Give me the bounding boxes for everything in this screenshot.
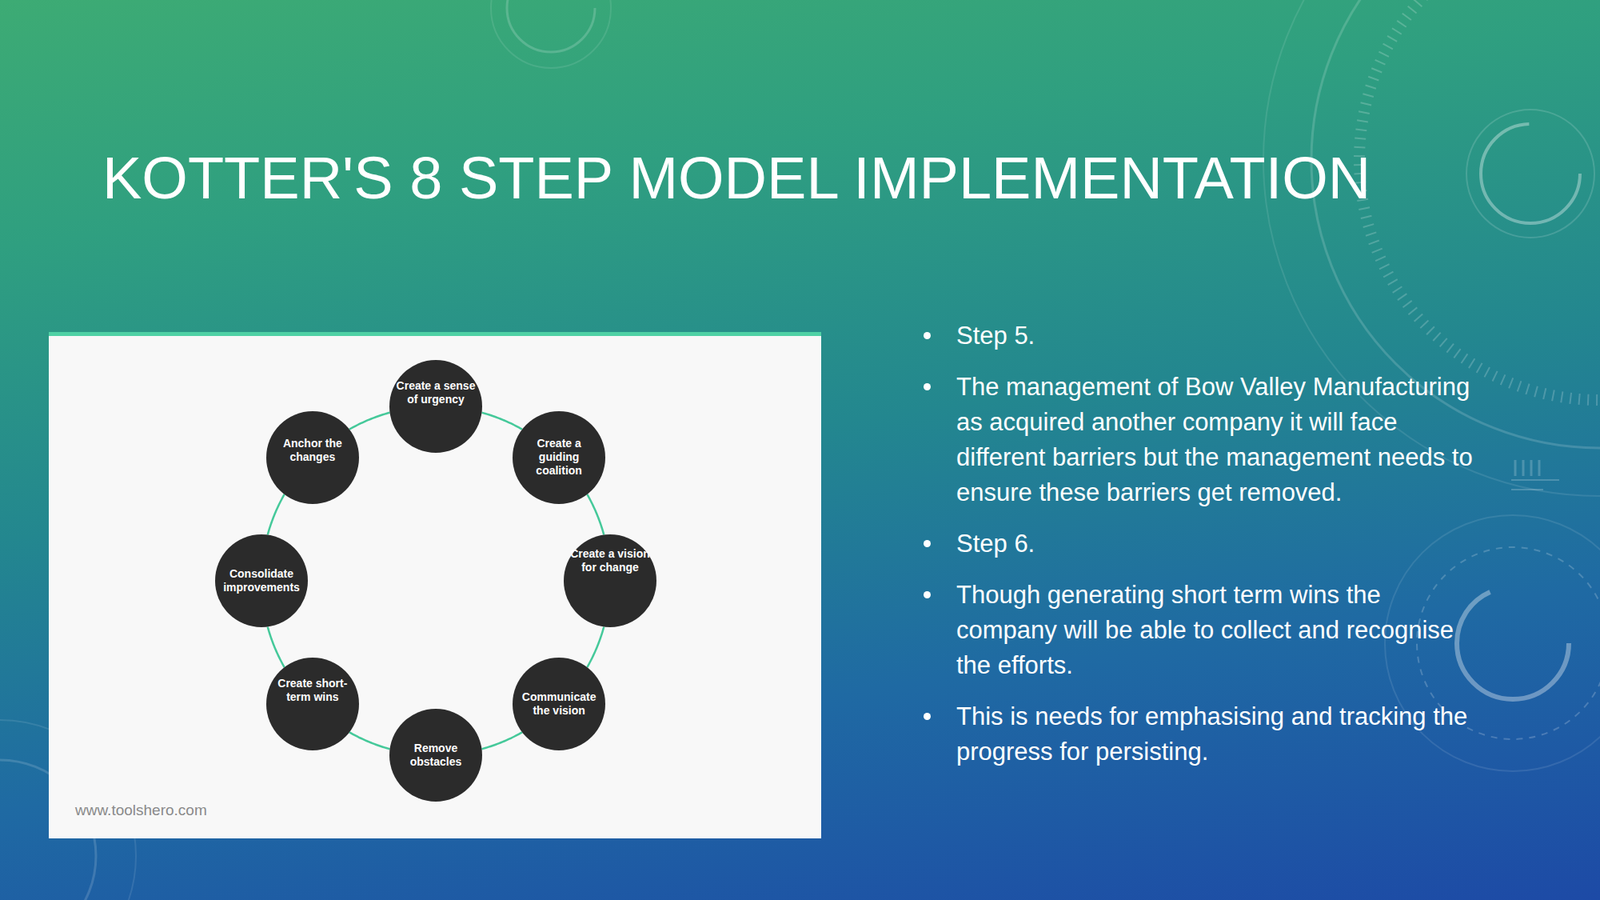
step-label: Create a sense of urgency bbox=[395, 379, 476, 407]
bullet-text: This is needs for emphasising and tracki… bbox=[956, 698, 1485, 770]
step-circle: Create short-term wins bbox=[266, 657, 360, 751]
step-circle: Remove obstacles bbox=[389, 708, 483, 802]
step-circle: Create a vision for change bbox=[563, 534, 657, 627]
bullet-item: Step 6. bbox=[923, 526, 1500, 562]
bullet-item: Step 5. bbox=[923, 318, 1500, 354]
bullet-dot bbox=[923, 383, 931, 391]
bullet-text: Step 5. bbox=[956, 318, 1485, 354]
circle-fill bbox=[512, 410, 606, 504]
bullet-item: This is needs for emphasising and tracki… bbox=[923, 698, 1500, 770]
bullet-text: The management of Bow Valley Manufacturi… bbox=[956, 369, 1485, 511]
circle-fill bbox=[389, 359, 483, 453]
ring-connector bbox=[267, 494, 285, 535]
bullet-item: Though generating short term wins the co… bbox=[923, 577, 1500, 683]
bullet-text: Though generating short term wins the co… bbox=[956, 577, 1485, 683]
step-circle: Consolidate improvements bbox=[215, 534, 308, 627]
circle-outline bbox=[389, 359, 483, 453]
step-label: Communicate the vision bbox=[518, 690, 599, 718]
bullet-dot bbox=[923, 712, 931, 720]
ring-connector bbox=[267, 626, 285, 667]
circle-fill bbox=[215, 534, 308, 627]
ring-connector bbox=[349, 412, 391, 430]
step-label: Create a guiding coalition bbox=[518, 436, 599, 478]
step-circle: Communicate the vision bbox=[512, 657, 606, 751]
circle-outline bbox=[266, 657, 360, 751]
slide-title: KOTTER'S 8 STEP MODEL IMPLEMENTATION bbox=[102, 148, 1371, 208]
step-circle: Create a guiding coalition bbox=[512, 410, 606, 504]
circle-fill bbox=[266, 657, 360, 751]
step-label: Consolidate improvements bbox=[221, 566, 302, 595]
diagram-panel: Create a sense of urgencyCreate a guidin… bbox=[48, 331, 822, 838]
ring-connector bbox=[586, 494, 604, 535]
bullet-dot bbox=[923, 331, 931, 340]
bullet-dot bbox=[923, 539, 931, 547]
step-label: Create a vision for change bbox=[570, 546, 651, 575]
circle-fill bbox=[389, 708, 483, 802]
step-label: Create short-term wins bbox=[272, 676, 353, 704]
bullet-text: Step 6. bbox=[956, 526, 1485, 562]
ring-connector bbox=[349, 731, 391, 749]
ring-connector bbox=[481, 412, 523, 430]
circle-fill bbox=[563, 534, 657, 627]
bullet-item: The management of Bow Valley Manufacturi… bbox=[923, 369, 1500, 511]
circle-fill bbox=[512, 657, 606, 751]
circle-fill bbox=[266, 410, 360, 504]
step-circle: Create a sense of urgency bbox=[389, 359, 483, 453]
ring-connector bbox=[481, 731, 523, 749]
watermark: www.toolshero.com bbox=[75, 801, 208, 819]
ring-connector bbox=[586, 626, 604, 667]
bullet-list: Step 5. The management of Bow Valley Manu… bbox=[923, 318, 1500, 786]
step-label: Anchor the changes bbox=[272, 436, 353, 464]
step-label: Remove obstacles bbox=[395, 741, 476, 769]
step-circle: Anchor the changes bbox=[266, 410, 360, 504]
bullet-dot bbox=[923, 590, 931, 599]
